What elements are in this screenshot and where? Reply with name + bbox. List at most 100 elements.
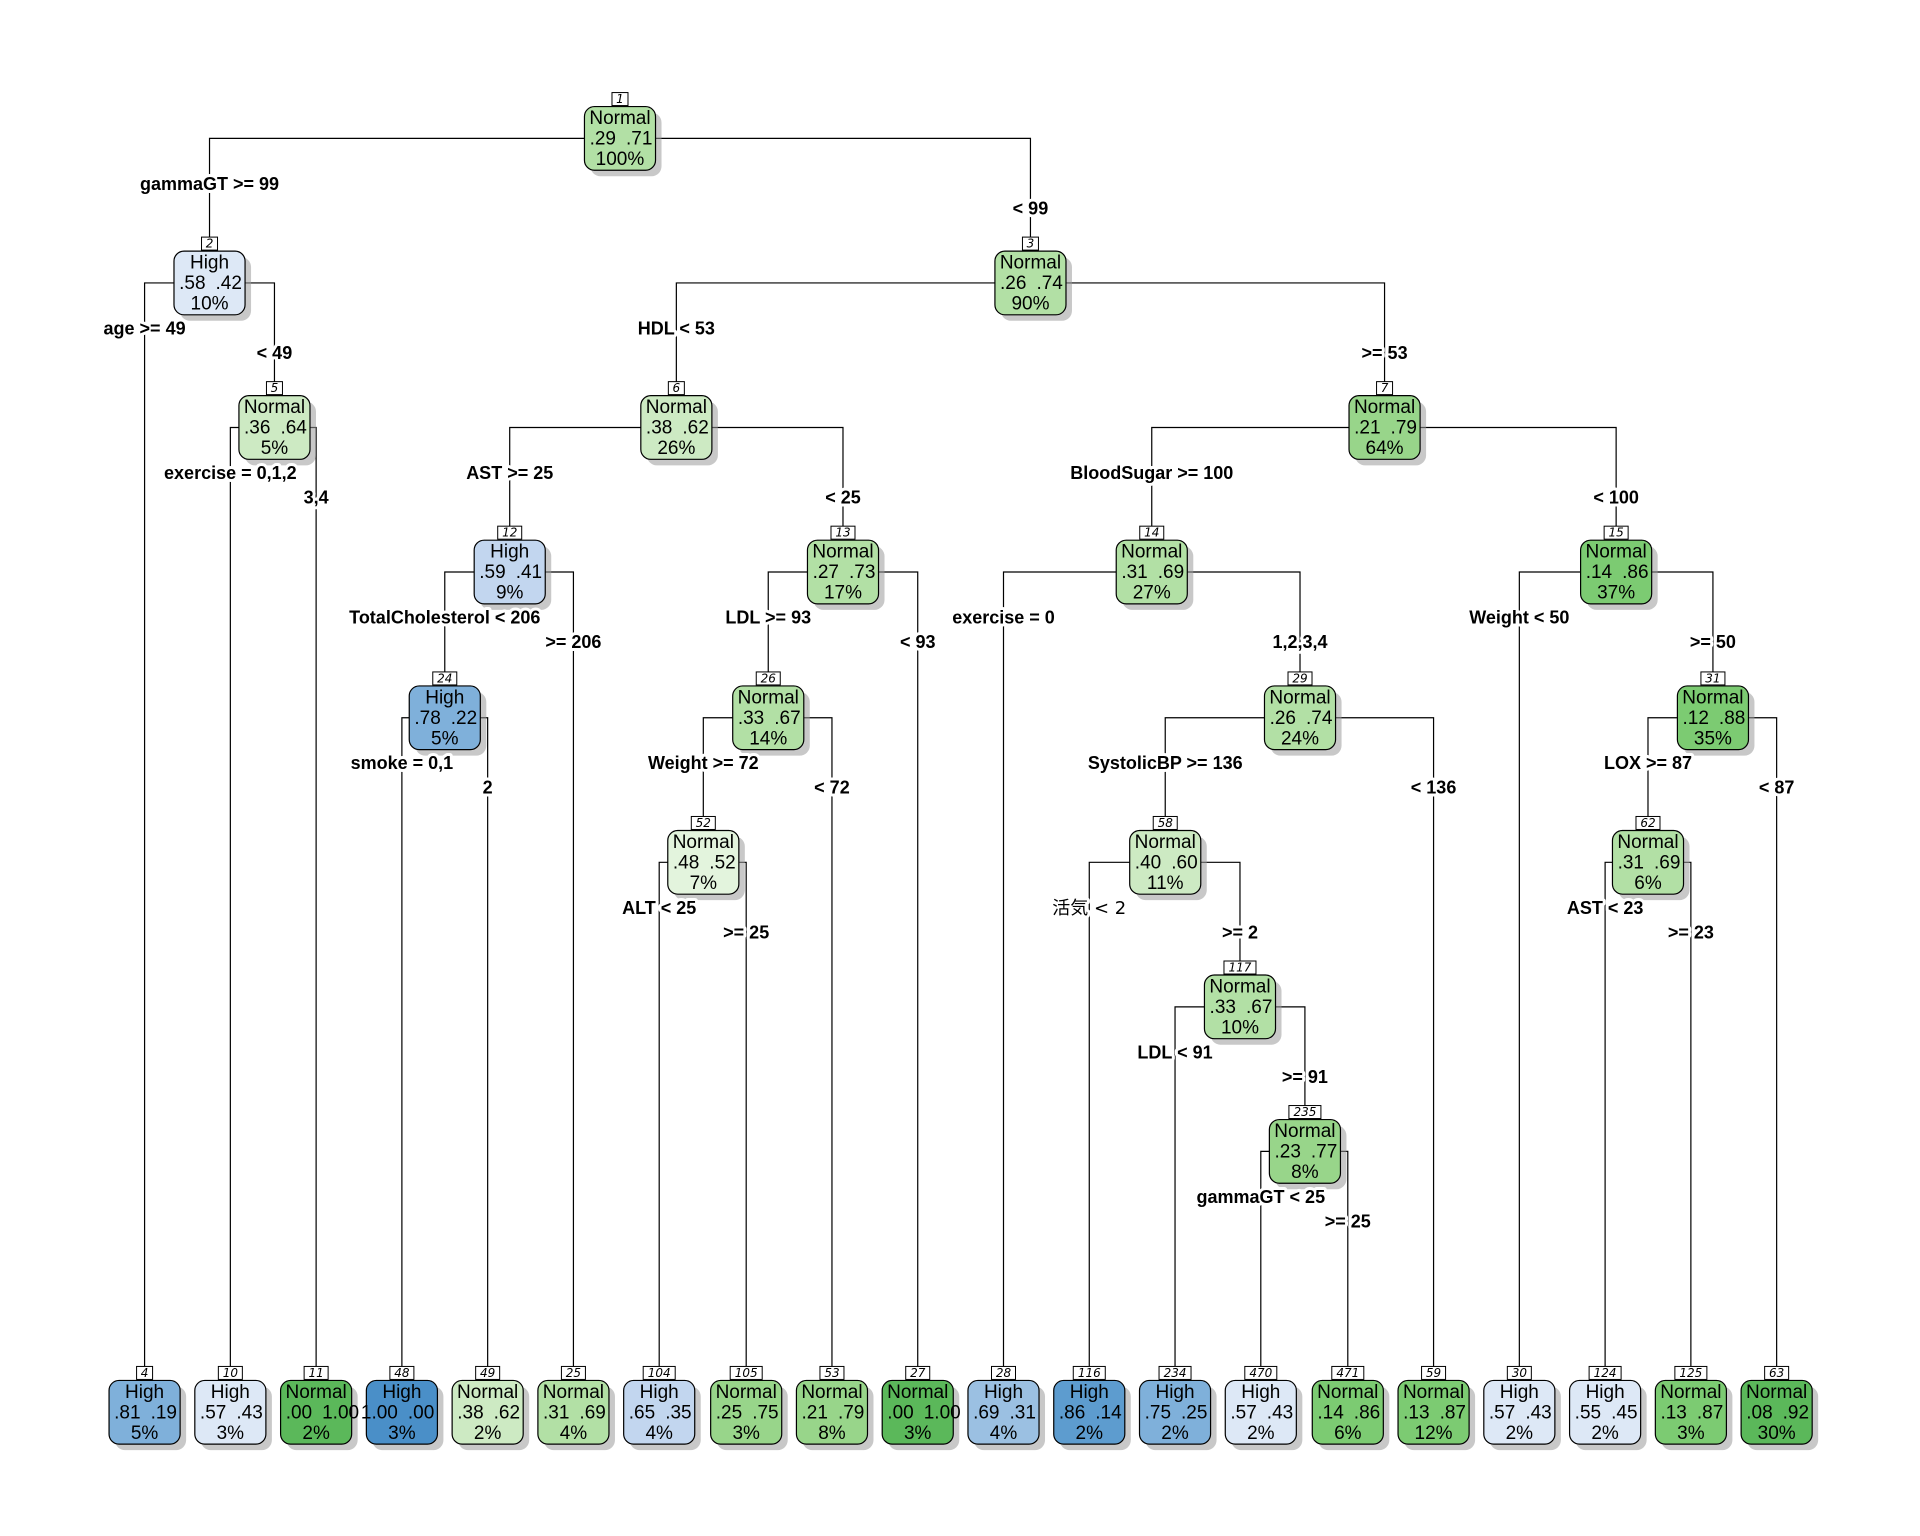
node-percent: 4% — [645, 1423, 673, 1444]
node-prob-high: .31 — [1121, 562, 1147, 583]
node-id-box — [1700, 671, 1726, 686]
split-label-15-left: Weight < 50 — [1469, 607, 1569, 627]
node-box — [1483, 1379, 1556, 1445]
node-percent: 10% — [1221, 1017, 1259, 1038]
node-prob-normal: .74 — [1306, 708, 1333, 729]
node-id: 6 — [673, 381, 681, 395]
node-id-box — [1139, 525, 1165, 540]
node-prob-high: .65 — [629, 1402, 655, 1423]
node-prob-high: .78 — [414, 708, 440, 729]
node-id-box — [1287, 671, 1313, 686]
node-prob-high: .40 — [1135, 852, 1161, 873]
node-id: 59 — [1426, 1366, 1441, 1380]
node-prob-high: .57 — [1230, 1402, 1256, 1423]
split-label-13-left: LDL >= 93 — [725, 607, 811, 627]
node-class-label: Normal — [812, 542, 873, 563]
node-box — [408, 685, 481, 751]
node-prob-normal: .71 — [626, 128, 652, 149]
split-label-6-left: AST >= 25 — [466, 463, 553, 483]
node-prob-high: .57 — [1489, 1402, 1515, 1423]
node-class-label: Normal — [887, 1382, 948, 1403]
node-percent: 3% — [217, 1423, 245, 1444]
node-percent: 2% — [1506, 1423, 1534, 1444]
node-percent: 30% — [1758, 1423, 1796, 1444]
node-box — [806, 539, 880, 605]
node-class-label: High — [1070, 1382, 1109, 1403]
edge-52-104 — [658, 861, 704, 1367]
node-prob-high: .13 — [1660, 1402, 1686, 1423]
node-box — [1568, 1379, 1642, 1445]
node-percent: 4% — [990, 1423, 1018, 1444]
edge-1-3 — [619, 137, 1032, 238]
node-id-box — [136, 1365, 154, 1380]
node-class-label: Normal — [1746, 1382, 1807, 1403]
node-id-box — [729, 1365, 763, 1380]
node-prob-high: .38 — [457, 1402, 483, 1423]
node-prob-normal: .79 — [838, 1402, 864, 1423]
node-prob-high: .08 — [1746, 1402, 1772, 1423]
node-id: 11 — [308, 1366, 323, 1380]
split-label-29-left: SystolicBP >= 136 — [1088, 753, 1243, 773]
node-box — [583, 105, 657, 171]
split-label-3-right: >= 53 — [1362, 343, 1408, 363]
node-percent: 2% — [1076, 1423, 1104, 1444]
node-class-label: High — [1586, 1382, 1625, 1403]
node-id: 31 — [1705, 671, 1720, 685]
node-class-label: High — [1241, 1382, 1280, 1403]
node-class-label: Normal — [646, 397, 707, 418]
node-prob-high: .00 — [286, 1402, 312, 1423]
node-box — [1311, 1379, 1384, 1445]
node-box — [451, 1379, 524, 1445]
edge-24-48 — [401, 717, 445, 1367]
node-percent: 2% — [1591, 1423, 1619, 1444]
node-prob-normal: .22 — [451, 708, 477, 729]
edge-14-28 — [1002, 571, 1152, 1367]
node-id: 3 — [1027, 237, 1035, 251]
node-id-box — [1674, 1365, 1708, 1380]
node-box — [795, 1379, 869, 1445]
node-percent: 64% — [1366, 438, 1404, 459]
node-id-box — [819, 1365, 845, 1380]
node-box — [1654, 1379, 1728, 1445]
node-prob-normal: .77 — [1311, 1141, 1337, 1162]
node-box — [279, 1379, 353, 1445]
node-id-box — [560, 1365, 586, 1380]
node-class-label: Normal — [801, 1382, 862, 1403]
node-box — [108, 1379, 181, 1445]
node-id: 29 — [1292, 671, 1307, 685]
node-id: 234 — [1164, 1366, 1187, 1380]
node-prob-normal: .45 — [1611, 1402, 1637, 1423]
node-id-box — [755, 671, 781, 686]
node-class-label: High — [125, 1382, 164, 1403]
node-prob-normal: .69 — [1654, 852, 1680, 873]
node-percent: 35% — [1694, 728, 1732, 749]
node-prob-normal: .87 — [1697, 1402, 1723, 1423]
node-id: 53 — [824, 1366, 839, 1380]
edge-6-12 — [509, 426, 677, 527]
split-label-1-left: gammaGT >= 99 — [140, 174, 279, 194]
node-box — [365, 1379, 439, 1445]
node-class-label: Normal — [1317, 1382, 1378, 1403]
node-percent: 24% — [1281, 728, 1319, 749]
node-prob-normal: .35 — [665, 1402, 691, 1423]
node-id: 28 — [996, 1366, 1012, 1380]
node-prob-high: .36 — [244, 417, 270, 438]
node-box — [473, 539, 546, 605]
split-label-15-right: >= 50 — [1690, 632, 1736, 652]
